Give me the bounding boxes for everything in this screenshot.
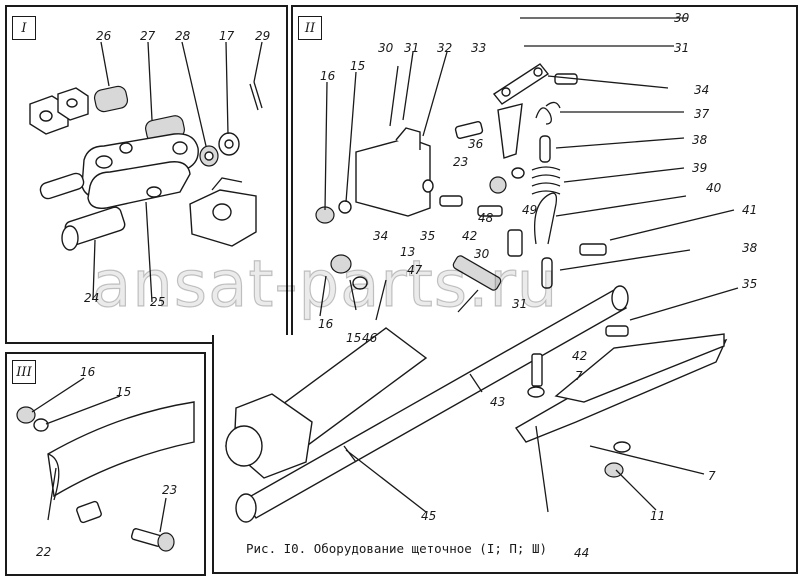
callout-15-mid: 15 <box>346 331 362 345</box>
callout-48: 48 <box>478 211 494 225</box>
panel-ii-lower-frame <box>212 335 798 574</box>
callout-42: 42 <box>462 229 478 243</box>
callout-36: 36 <box>468 137 484 151</box>
callout-16-iii: 16 <box>80 365 96 379</box>
callout-47: 47 <box>407 263 423 277</box>
callout-27: 27 <box>140 29 156 43</box>
callout-23-iii: 23 <box>162 483 178 497</box>
callout-24: 24 <box>84 291 100 305</box>
callout-49: 49 <box>522 203 538 217</box>
callout-44: 44 <box>574 546 590 560</box>
callout-31-right: 31 <box>674 41 690 55</box>
panel-iii-tag: III <box>12 360 36 384</box>
callout-23: 23 <box>453 155 469 169</box>
callout-25: 25 <box>150 295 166 309</box>
callout-31-mid: 31 <box>512 297 528 311</box>
callout-37: 37 <box>694 107 710 121</box>
callout-35-right: 35 <box>742 277 758 291</box>
callout-43: 43 <box>490 395 506 409</box>
callout-16: 16 <box>320 69 336 83</box>
callout-22: 22 <box>36 545 52 559</box>
callout-41: 41 <box>742 203 758 217</box>
callout-7-mid: 7 <box>575 369 583 383</box>
panel-i-tag: I <box>12 16 36 40</box>
callout-26: 26 <box>96 29 112 43</box>
panel-ii-parts <box>224 17 739 523</box>
callout-30: 30 <box>378 41 394 55</box>
callout-30-top: 30 <box>674 11 690 25</box>
figure-caption: Рис. I0. Оборудование щеточное (I; П; Ш) <box>246 541 548 556</box>
callout-13: 13 <box>400 245 416 259</box>
callout-45: 45 <box>421 509 437 523</box>
callout-15: 15 <box>350 59 366 73</box>
callout-30-mid: 30 <box>474 247 490 261</box>
callout-28: 28 <box>175 29 191 43</box>
callout-7: 7 <box>708 469 716 483</box>
callout-39: 39 <box>692 161 708 175</box>
callout-34-top: 34 <box>694 83 710 97</box>
callout-32: 32 <box>437 41 453 55</box>
callout-29: 29 <box>255 29 271 43</box>
callout-33: 33 <box>471 41 487 55</box>
callout-38-top: 38 <box>692 133 708 147</box>
callout-17: 17 <box>219 29 235 43</box>
callout-16-mid: 16 <box>318 317 334 331</box>
callout-11: 11 <box>650 509 666 523</box>
callout-31: 31 <box>404 41 420 55</box>
callout-46: 46 <box>362 331 378 345</box>
panel-i-parts <box>29 41 263 303</box>
callout-38: 38 <box>742 241 758 255</box>
callout-34: 34 <box>373 229 389 243</box>
panel-iii-parts <box>16 377 195 552</box>
callout-15-iii: 15 <box>116 385 132 399</box>
callout-35: 35 <box>420 229 436 243</box>
callout-40: 40 <box>706 181 722 195</box>
callout-42-low: 42 <box>572 349 588 363</box>
panel-ii-tag: II <box>298 16 322 40</box>
